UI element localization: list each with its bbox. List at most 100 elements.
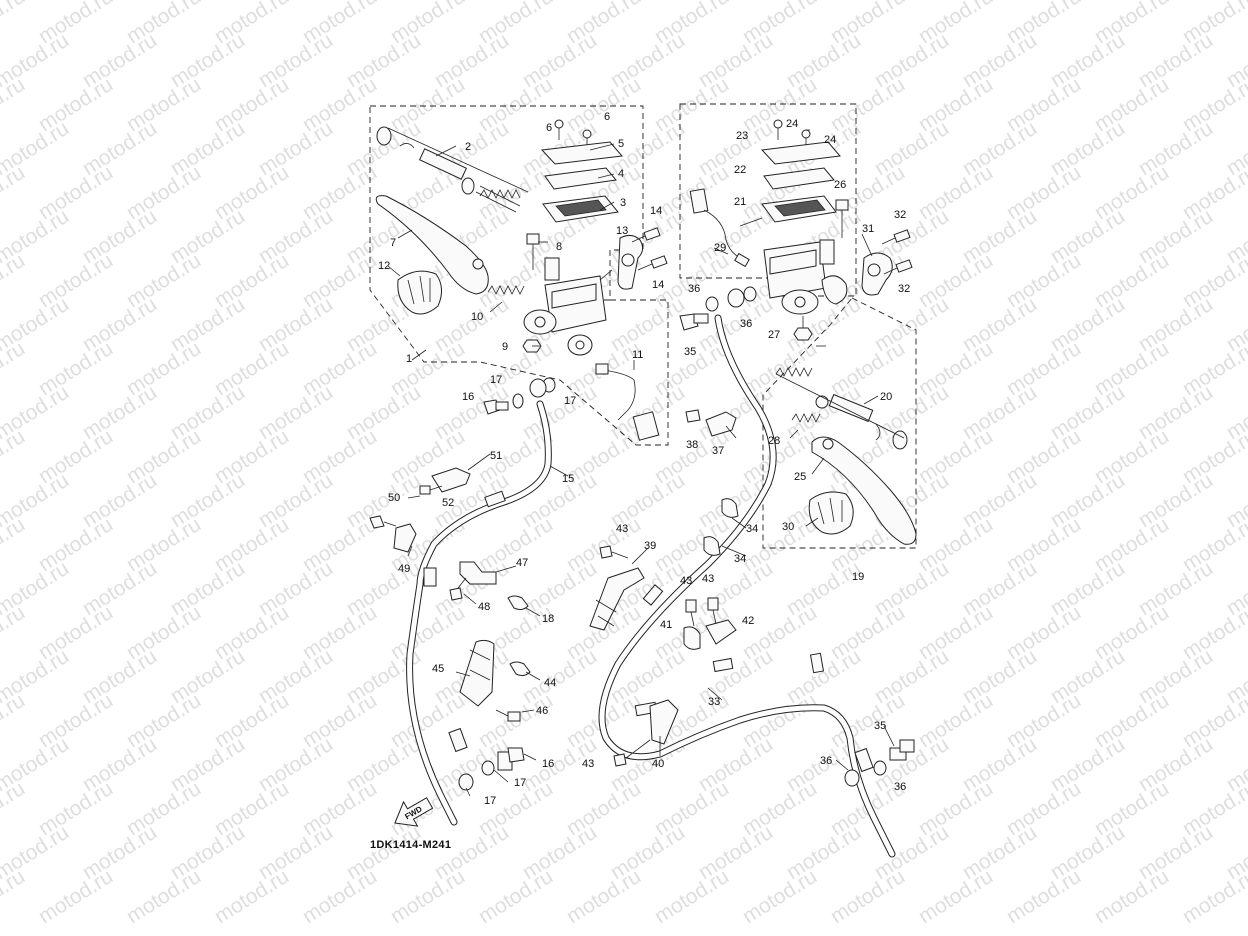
brake-switch-12 — [397, 270, 442, 315]
leader-lines — [387, 129, 895, 797]
washer-36-d — [873, 760, 887, 776]
callout-43a: 43 — [616, 523, 628, 535]
diaphragm-21-inner — [774, 199, 826, 217]
callout-2: 2 — [465, 141, 471, 153]
watermark-text: motod.ru — [0, 601, 29, 664]
hose-sleeve — [712, 657, 734, 673]
watermark-text: motod.ru — [0, 513, 29, 576]
callout-26: 26 — [834, 179, 846, 191]
watermark-text: motod.ru — [562, 865, 644, 928]
callout-36d: 36 — [894, 781, 906, 793]
spring-10 — [487, 285, 525, 295]
hose-sleeve — [854, 747, 874, 773]
piston-kit-2 — [376, 126, 529, 213]
callout-16b: 16 — [542, 758, 554, 770]
washer-36-a — [705, 296, 719, 312]
diaphragm-plate — [544, 167, 617, 190]
callout-19: 19 — [852, 571, 864, 583]
callout-52: 52 — [442, 497, 454, 509]
callout-17d: 17 — [484, 795, 496, 807]
watermark-text: motod.ru — [1090, 865, 1172, 928]
right-master-cylinder-body — [763, 239, 848, 315]
washer-17-bottom-b — [481, 760, 495, 776]
brake-hoses — [406, 314, 896, 858]
callout-30: 30 — [782, 521, 794, 533]
washer-17-top-a — [512, 393, 524, 409]
callout-24a: 24 — [786, 118, 798, 130]
callout-32a: 32 — [894, 209, 906, 221]
callout-16a: 16 — [462, 391, 474, 403]
bracket-41 — [683, 626, 701, 650]
hose-sleeve — [642, 584, 664, 606]
callout-28: 28 — [768, 435, 780, 447]
bolt-46 — [495, 709, 521, 722]
watermark-text: motod.ru — [0, 73, 29, 136]
callout-34b: 34 — [734, 553, 746, 565]
callout-43b: 43 — [680, 575, 692, 587]
callout-7: 7 — [390, 237, 396, 249]
callout-41: 41 — [660, 619, 672, 631]
callout-23: 23 — [736, 130, 748, 142]
right-master-cylinder-assembly — [689, 119, 913, 341]
callout-11: 11 — [632, 349, 643, 361]
callout-37: 37 — [712, 445, 724, 457]
callout-38: 38 — [686, 439, 698, 451]
watermark-text: motod.ru — [474, 865, 556, 928]
watermark-text: motod.ru — [0, 161, 29, 224]
watermark-text: motod.ru — [0, 689, 29, 752]
washer-36-c — [844, 769, 860, 787]
diagram-code: 1DK1414-M241 — [370, 839, 451, 851]
handlebar-clamp-13 — [617, 234, 644, 290]
hose-sleeve — [448, 727, 468, 753]
fittings — [458, 286, 915, 791]
callout-18: 18 — [542, 613, 554, 625]
bolt-43b — [685, 599, 697, 627]
watermark-text: motod.ru — [0, 777, 29, 840]
screw-6a — [554, 119, 564, 140]
callout-31: 31 — [862, 223, 874, 235]
callout-10: 10 — [471, 311, 483, 323]
left-master-cylinder-assembly — [375, 119, 668, 441]
watermark-text: motod.ru — [298, 865, 380, 928]
watermark-text: motod.ru — [650, 865, 732, 928]
brake-switch-30 — [808, 491, 854, 535]
callout-25: 25 — [794, 471, 806, 483]
right-lever-assembly-19 — [775, 367, 917, 545]
brake-lever-25 — [811, 436, 917, 545]
watermark-text: motod.ru — [0, 0, 29, 48]
bolt-32a — [881, 229, 911, 245]
clip-34a — [721, 498, 739, 518]
brake-lever-7 — [375, 195, 489, 295]
switch-cable-11 — [595, 363, 660, 441]
reservoir-cap — [540, 141, 623, 165]
callout-12: 12 — [378, 260, 390, 272]
callout-33: 33 — [708, 696, 720, 708]
callout-22: 22 — [734, 164, 746, 176]
callout-35b: 35 — [874, 720, 886, 732]
callout-17b: 17 — [564, 395, 576, 407]
clamp-37 — [705, 411, 737, 437]
nut-27 — [793, 327, 813, 341]
bracket-39 — [589, 567, 645, 631]
callout-17a: 17 — [490, 374, 502, 386]
watermark-text: motod.ru — [210, 865, 292, 928]
watermark-text: motod.ru — [1222, 0, 1248, 4]
bolt-48 — [449, 577, 467, 601]
callout-6b: 6 — [604, 111, 610, 123]
banjo-fitting-top — [529, 378, 547, 398]
hose-sleeve — [809, 652, 825, 674]
bolt-32b — [883, 259, 913, 275]
callout-27: 27 — [768, 329, 780, 341]
left-master-cylinder-boundary — [369, 105, 669, 446]
reservoir-cap-23 — [760, 141, 841, 165]
watermark-text: motod.ru — [0, 865, 29, 928]
clamp-51 — [431, 467, 471, 493]
right-lever-assembly-boundary — [762, 297, 917, 549]
callout-36b: 36 — [740, 318, 752, 330]
screw-6b — [582, 129, 592, 150]
watermark-text: motod.ru — [0, 249, 29, 312]
callout-14a: 14 — [650, 205, 662, 217]
bolt-50 — [369, 515, 397, 529]
hose-sleeve — [484, 490, 506, 508]
callout-29: 29 — [714, 242, 726, 254]
